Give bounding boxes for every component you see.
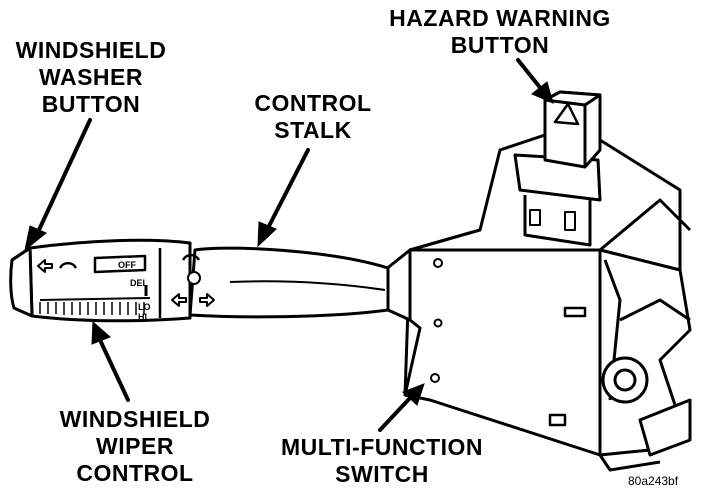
- windshield-wiper-control: [28, 238, 215, 323]
- hazard-warning-button: [513, 90, 602, 247]
- windshield-wiper-control-label: WINDSHIELD WIPER CONTROL: [50, 406, 220, 487]
- label-line: CONTROL: [254, 90, 372, 116]
- control-stalk: [188, 246, 412, 322]
- figure-id: 80a243bf: [628, 474, 679, 488]
- label-line: SWITCH: [335, 461, 429, 487]
- label-line: BUTTON: [41, 91, 141, 117]
- label-line: WASHER: [39, 64, 143, 90]
- multi-function-switch-label: MULTI-FUNCTION SWITCH: [262, 434, 502, 488]
- label-line: CONTROL: [76, 460, 194, 486]
- delay-position-marking: DEL: [130, 278, 149, 288]
- hazard-warning-button-label: HAZARD WARNING BUTTON: [385, 5, 615, 59]
- label-line: STALK: [274, 117, 352, 143]
- multifunction-switch-leader-arrow: [378, 383, 425, 432]
- label-line: BUTTON: [450, 32, 550, 58]
- hazard-button-leader-arrow: [516, 58, 554, 104]
- label-line: WINDSHIELD: [15, 37, 167, 63]
- off-position-marking: OFF: [118, 260, 136, 270]
- label-line: WIPER: [96, 433, 174, 459]
- hi-position-marking: HI: [138, 312, 147, 322]
- lo-position-marking: LO: [138, 302, 151, 312]
- control-stalk-leader-arrow: [257, 148, 310, 248]
- windshield-washer-button: [9, 246, 34, 318]
- windshield-washer-button-label: WINDSHIELD WASHER BUTTON: [6, 37, 176, 118]
- control-stalk-label: CONTROL STALK: [238, 90, 388, 144]
- washer-button-leader-arrow: [24, 118, 92, 252]
- label-line: MULTI-FUNCTION: [280, 434, 484, 460]
- wiper-control-leader-arrow: [91, 320, 130, 402]
- label-line: HAZARD WARNING: [389, 5, 611, 31]
- label-line: WINDSHIELD: [59, 406, 211, 432]
